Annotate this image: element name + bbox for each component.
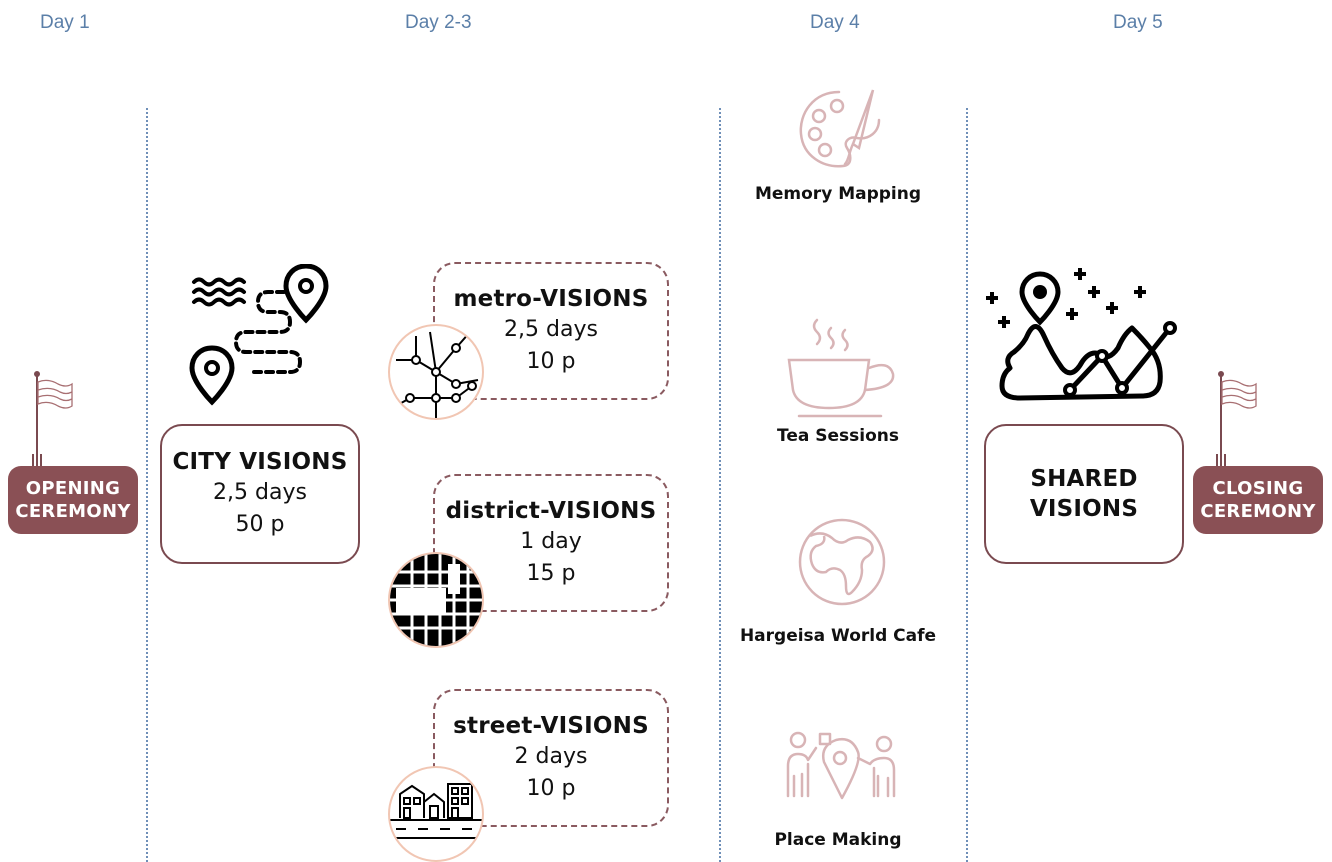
metro-visions-people: 10 p xyxy=(526,349,576,374)
shared-visions-line1: SHARED xyxy=(1030,466,1138,492)
opening-flag-icon xyxy=(32,371,73,466)
district-visions-people: 15 p xyxy=(526,561,576,586)
street-visions-title: street-VISIONS xyxy=(453,713,649,739)
shared-visions-line2: VISIONS xyxy=(1029,496,1139,522)
day-2-3-label: Day 2-3 xyxy=(405,12,472,33)
shared-map-icon xyxy=(986,268,1177,401)
divider-day3 xyxy=(719,108,721,862)
city-visions-duration: 2,5 days xyxy=(213,480,307,505)
closing-ceremony-badge: CLOSING CEREMONY xyxy=(1193,466,1323,534)
metro-visions-title: metro-VISIONS xyxy=(453,286,649,312)
closing-line1: CLOSING xyxy=(1212,478,1304,499)
street-buildings-icon xyxy=(388,766,484,862)
district-grid-icon xyxy=(388,552,484,648)
activity-memory-mapping: Memory Mapping xyxy=(754,184,922,204)
city-visions-people: 50 p xyxy=(235,512,285,537)
activity-place-making: Place Making xyxy=(774,830,902,850)
divider-day1 xyxy=(146,108,148,862)
district-visions-title: district-VISIONS xyxy=(445,498,657,524)
metro-visions-duration: 2,5 days xyxy=(504,317,598,342)
day-5-label: Day 5 xyxy=(1113,12,1163,33)
district-visions-duration: 1 day xyxy=(520,529,582,554)
day-4-label: Day 4 xyxy=(810,12,860,33)
city-visions-title: CITY VISIONS xyxy=(172,449,348,475)
activity-hargeisa-world-cafe: Hargeisa World Cafe xyxy=(739,626,937,646)
closing-line2: CEREMONY xyxy=(1200,501,1316,522)
closing-flag-icon xyxy=(1216,371,1257,466)
metro-network-icon xyxy=(388,324,484,420)
street-visions-duration: 2 days xyxy=(514,744,588,769)
globe-icon xyxy=(798,518,886,606)
opening-line1: OPENING xyxy=(25,478,121,499)
waves-route-pin-icon xyxy=(189,264,329,406)
activity-tea-sessions: Tea Sessions xyxy=(777,426,899,446)
teacup-icon xyxy=(787,318,895,418)
opening-line2: CEREMONY xyxy=(15,501,131,522)
place-making-icon xyxy=(786,731,896,800)
shared-visions-card: SHARED VISIONS xyxy=(984,424,1184,564)
day-1-label: Day 1 xyxy=(40,12,90,33)
palette-icon xyxy=(799,89,881,168)
city-visions-card: CITY VISIONS 2,5 days 50 p xyxy=(160,424,360,564)
divider-day4 xyxy=(966,108,968,862)
opening-ceremony-badge: OPENING CEREMONY xyxy=(8,466,138,534)
street-visions-people: 10 p xyxy=(526,776,576,801)
